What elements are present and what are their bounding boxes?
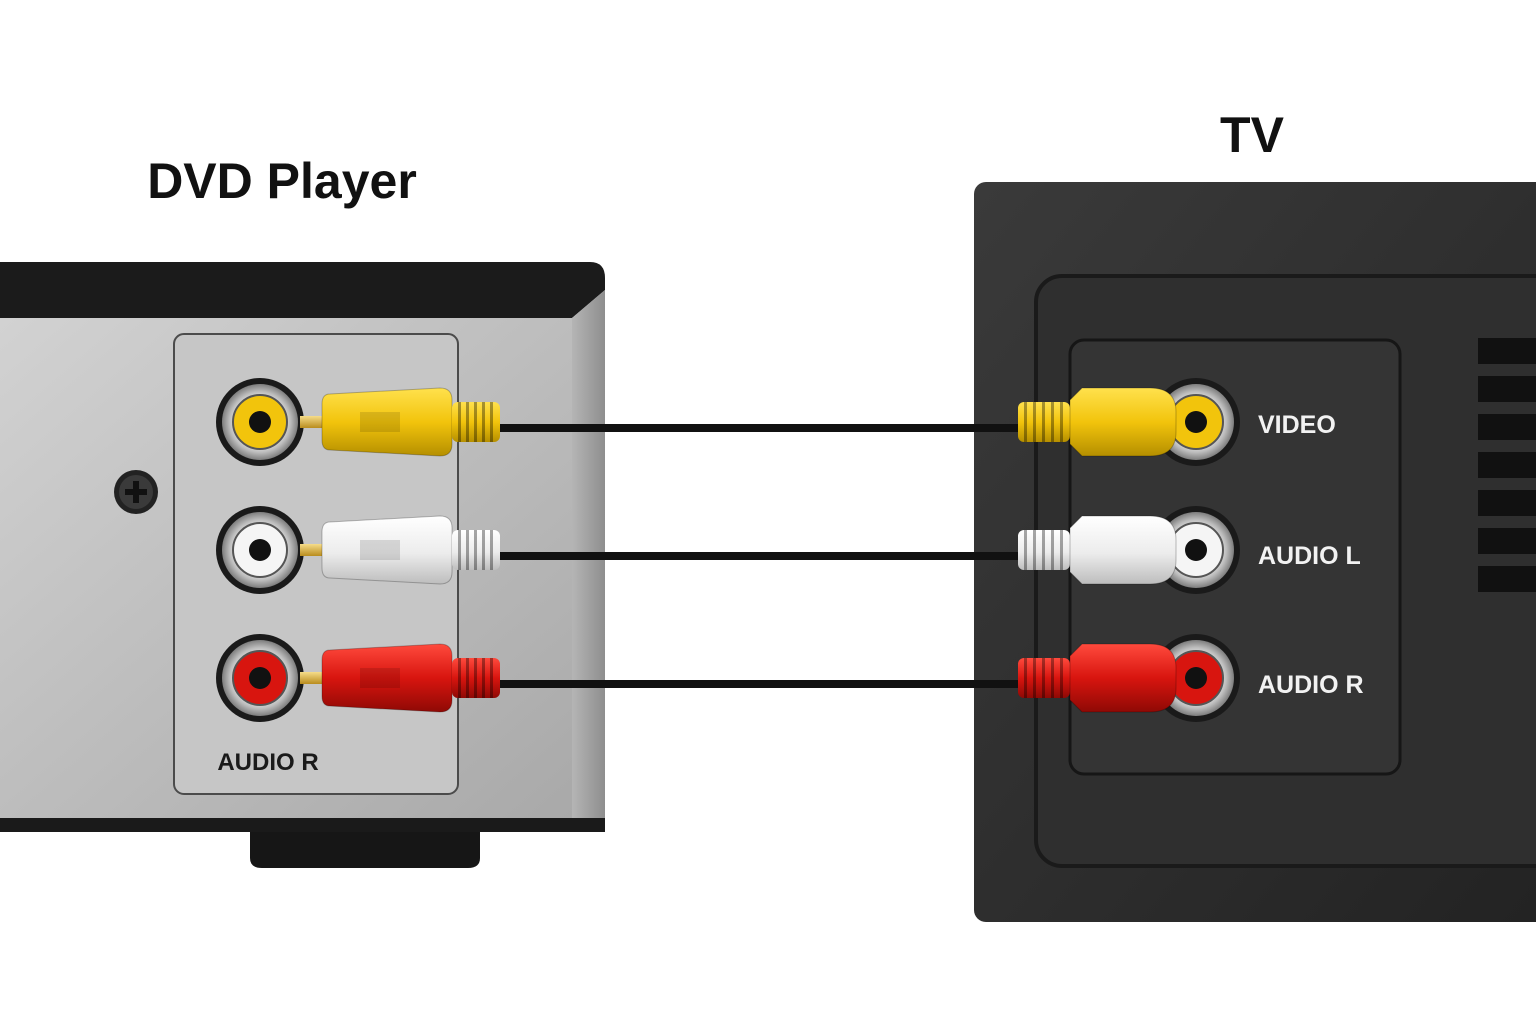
dvd-bottom-strip <box>0 818 605 832</box>
dvd-player-title: DVD Player <box>147 153 417 209</box>
dvd-yellow-jack <box>216 378 304 466</box>
white-cable-wire <box>496 552 1026 560</box>
yellow-cable-wire <box>496 424 1026 432</box>
dvd-foot <box>250 832 480 868</box>
tv-title: TV <box>1220 107 1285 163</box>
dvd-top-lid <box>0 262 605 318</box>
dvd-white-plug <box>300 515 500 585</box>
tv-vent-grille <box>1478 338 1536 592</box>
dvd-audio-r-label: AUDIO R <box>217 749 318 776</box>
tv-yellow-plug <box>1018 387 1177 457</box>
tv-red-plug <box>1018 643 1177 713</box>
dvd-player: AUDIO R <box>0 262 605 868</box>
dvd-white-jack <box>216 506 304 594</box>
screw-icon <box>114 470 158 514</box>
tv-video-label: VIDEO <box>1258 411 1336 439</box>
tv-red-jack <box>1152 634 1240 722</box>
dvd-red-jack <box>216 634 304 722</box>
dvd-yellow-plug <box>300 387 500 457</box>
red-cable-wire <box>496 680 1026 688</box>
yellow-rca-cable <box>300 387 1177 457</box>
red-rca-cable <box>300 643 1177 713</box>
tv-audio-l-label: AUDIO L <box>1258 542 1361 570</box>
tv-audio-r-label: AUDIO R <box>1258 671 1364 699</box>
white-rca-cable <box>300 515 1177 585</box>
dvd-red-plug <box>300 643 500 713</box>
tv-white-plug <box>1018 515 1177 585</box>
